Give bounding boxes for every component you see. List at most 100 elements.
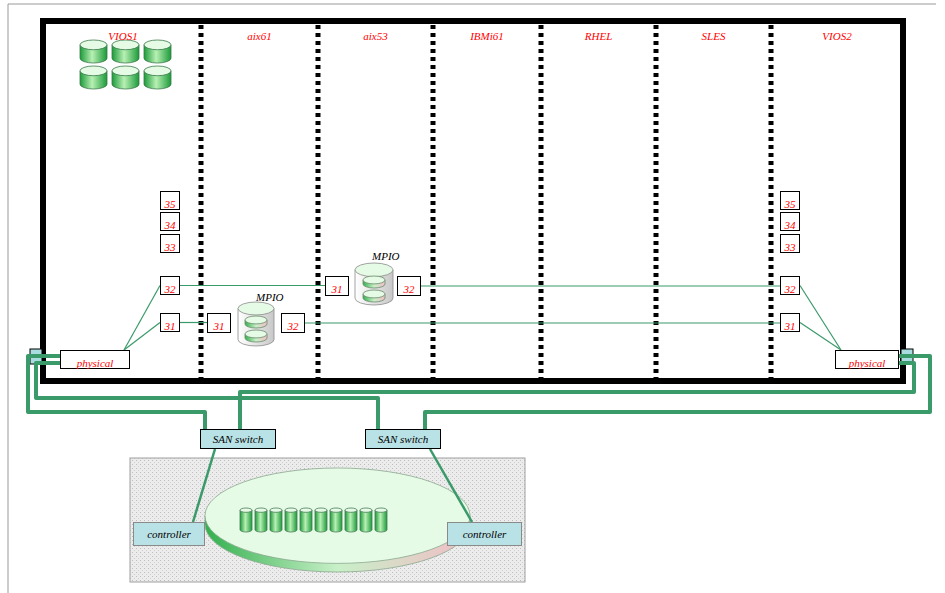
fc-cable: [36, 363, 378, 429]
virtual-link: [124, 286, 160, 351]
adapter-slot: 34: [160, 212, 180, 231]
physical-adapter: physical: [60, 350, 130, 369]
adapter-slot: 35: [160, 191, 180, 210]
slot-number: 31: [332, 283, 343, 295]
slot-number: 31: [214, 320, 225, 332]
san-switch: SAN switch: [200, 429, 276, 449]
slot-number: 34: [785, 219, 796, 231]
disk-cylinder: [300, 508, 312, 532]
partition-name: aix53: [320, 30, 431, 42]
slot-number: 34: [165, 219, 176, 231]
disk-cylinder: [363, 290, 385, 302]
partition-band: SLES: [658, 24, 769, 378]
slot-number: 31: [165, 320, 176, 332]
mpio-label: MPIO: [256, 291, 284, 303]
controller-label: controller: [463, 528, 507, 540]
server-frame: [43, 21, 903, 381]
adapter-slot: 31: [780, 313, 800, 332]
disk-cylinder: [363, 276, 385, 288]
physical-adapter: physical: [835, 350, 899, 369]
disk-cylinder: [245, 316, 267, 328]
disk-cylinder: [270, 508, 282, 532]
san-switch: SAN switch: [365, 429, 441, 449]
switch-label: SAN switch: [378, 433, 428, 445]
virtual-link: [305, 322, 780, 323]
partition-band: IBMi61: [435, 24, 539, 378]
mpio-label: MPIO: [372, 250, 400, 262]
slot-number: 32: [165, 283, 176, 295]
disk-cylinder: [112, 66, 139, 89]
virtual-link: [180, 285, 325, 286]
disk-cylinder: [355, 263, 393, 305]
fc-cable: [240, 363, 914, 429]
disk-cylinder: [144, 66, 171, 89]
disk-cylinder: [205, 468, 470, 572]
disk-cylinder: [375, 508, 387, 532]
switch-label: SAN switch: [213, 433, 263, 445]
disk-icons: [80, 40, 470, 572]
disk-cylinder: [245, 330, 267, 342]
adapter-slot: 35: [780, 191, 800, 210]
disk-cylinder: [345, 508, 357, 532]
adapter-slot: 32: [281, 313, 305, 333]
disk-cylinder: [315, 508, 327, 532]
storage-controller: controller: [447, 522, 522, 546]
partition-band: VIOS1 35 34 33 32 31 physical: [46, 24, 200, 378]
partition-name: aix61: [203, 30, 316, 42]
slot-number: 32: [288, 320, 299, 332]
partition-name: VIOS1: [46, 30, 200, 42]
adapter-slot: 31: [207, 313, 231, 333]
slot-number: 32: [785, 283, 796, 295]
partition-band: RHEL: [543, 24, 654, 378]
virtual-link: [180, 322, 207, 323]
adapter-label: physical: [77, 357, 114, 369]
slot-number: 33: [785, 241, 796, 253]
adapter-slot: 32: [160, 276, 180, 295]
disk-cylinder: [80, 66, 107, 89]
disk-cylinder: [80, 40, 107, 63]
virtual-link: [124, 323, 160, 351]
adapter-slot: 34: [780, 212, 800, 231]
partition-name: VIOS2: [773, 30, 901, 42]
fc-cable: [193, 449, 215, 522]
adapter-slot: 33: [160, 234, 180, 253]
virtual-link: [421, 285, 780, 286]
disk-cylinder: [330, 508, 342, 532]
disk-cylinder: [285, 508, 297, 532]
adapter-slot: 33: [780, 234, 800, 253]
slot-number: 35: [165, 198, 176, 210]
partition-band: aix53 31 32: [320, 24, 431, 378]
virtual-link: [800, 323, 841, 351]
partition-name: RHEL: [543, 30, 654, 42]
controller-label: controller: [147, 528, 191, 540]
slot-number: 35: [785, 198, 796, 210]
storage-controller: controller: [133, 522, 205, 546]
adapter-slot: 32: [397, 276, 421, 296]
disk-cylinder: [255, 508, 267, 532]
virtual-link: [800, 286, 841, 351]
partition-name: IBMi61: [435, 30, 539, 42]
adapter-label: physical: [849, 357, 886, 369]
slot-number: 32: [404, 283, 415, 295]
disk-cylinder: [240, 508, 252, 532]
adapter-slot: 32: [780, 276, 800, 295]
storage-enclosure: [130, 458, 525, 582]
disk-cylinder: [112, 40, 139, 63]
adapter-slot: 31: [160, 313, 180, 332]
slot-number: 33: [165, 241, 176, 253]
disk-cylinder: [238, 302, 274, 346]
disk-cylinder: [144, 40, 171, 63]
partition-name: SLES: [658, 30, 769, 42]
partition-dividers: [201, 25, 771, 378]
fc-cable: [430, 449, 472, 522]
partition-band: VIOS2 35 34 33 32 31 physical: [773, 24, 901, 378]
page-border: [8, 4, 936, 593]
partition-band: aix61 31 32: [203, 24, 316, 378]
slot-number: 31: [785, 320, 796, 332]
fc-cable: [425, 356, 930, 429]
adapter-slot: 31: [325, 276, 349, 296]
disk-cylinder: [360, 508, 372, 532]
